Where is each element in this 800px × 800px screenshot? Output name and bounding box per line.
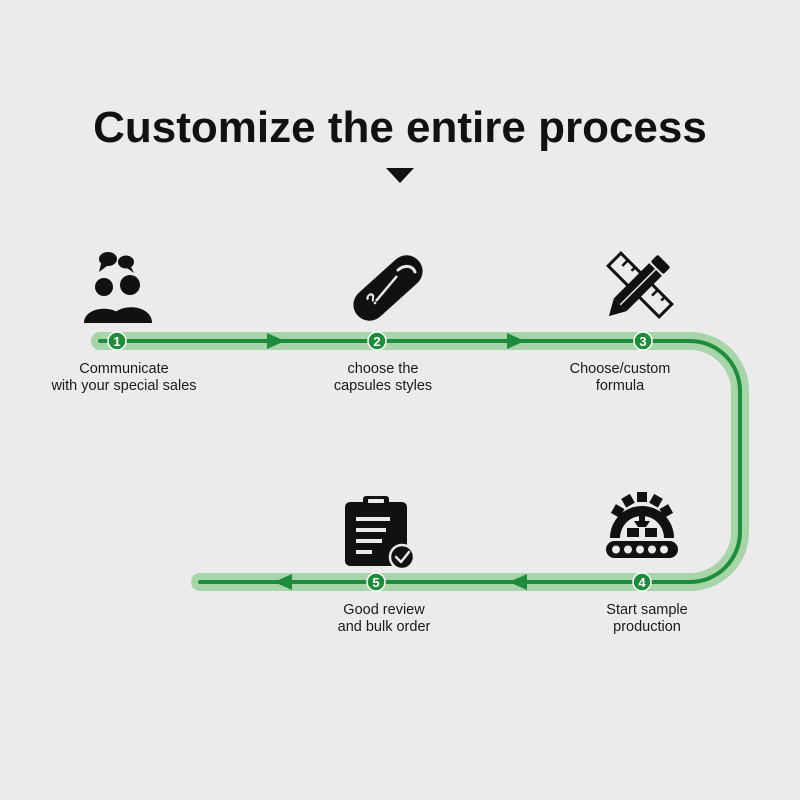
track-arrow-left-icon xyxy=(274,574,292,590)
step-3-label-line1: Choose/custom xyxy=(570,361,671,377)
track-arrow-right-icon xyxy=(507,333,525,349)
capsule-icon: ? xyxy=(353,255,423,321)
step-1-badge: 1 xyxy=(107,331,127,351)
factory-gear-icon xyxy=(606,492,678,558)
step-4-badge: 4 xyxy=(632,572,652,592)
page-title: Customize the entire process xyxy=(93,103,707,152)
step-2-number: 2 xyxy=(373,334,380,349)
step-2-label-line2: capsules styles xyxy=(334,378,432,394)
clipboard-check-icon xyxy=(345,496,416,571)
step-4-number: 4 xyxy=(638,575,646,590)
pencil-ruler-icon xyxy=(606,251,674,319)
step-4-label-line2: production xyxy=(613,619,681,635)
step-4: 4 Start sample production xyxy=(606,492,688,635)
track-arrow-right-icon xyxy=(267,333,285,349)
step-1-label-line1: Communicate xyxy=(79,361,168,377)
step-2: ? 2 choose the capsules styles xyxy=(334,255,432,394)
step-2-badge: 2 xyxy=(367,331,387,351)
step-3-number: 3 xyxy=(639,334,646,349)
step-5-number: 5 xyxy=(372,575,379,590)
step-3-badge: 3 xyxy=(633,331,653,351)
people-chat-icon xyxy=(84,252,152,323)
step-5-label-line1: Good review xyxy=(343,602,425,618)
step-1-label-line2: with your special sales xyxy=(50,378,196,394)
step-2-label-line1: choose the xyxy=(348,361,419,377)
step-1-number: 1 xyxy=(113,334,120,349)
step-3-label-line2: formula xyxy=(596,378,645,394)
step-5-badge: 5 xyxy=(366,572,386,592)
track-arrow-left-icon xyxy=(509,574,527,590)
step-4-label-line1: Start sample xyxy=(606,602,687,618)
step-5: 5 Good review and bulk order xyxy=(338,496,431,635)
title-down-arrow-icon xyxy=(386,168,414,183)
process-track-line xyxy=(98,339,742,584)
step-5-label-line2: and bulk order xyxy=(338,619,431,635)
step-3: 3 Choose/custom formula xyxy=(570,251,674,394)
step-1: 1 Communicate with your special sales xyxy=(50,252,197,394)
